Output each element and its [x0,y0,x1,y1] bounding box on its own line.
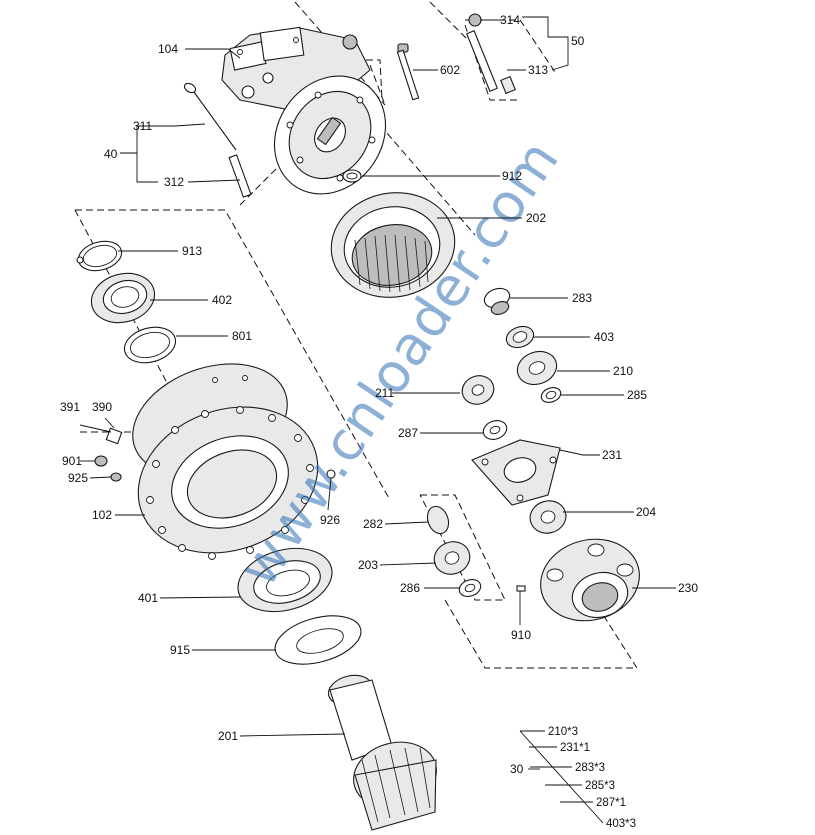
callout-50: 50 [571,34,585,48]
callout-282: 282 [363,517,383,531]
callout-801: 801 [232,329,252,343]
callout-104: 104 [158,42,178,56]
sun-gear-211 [461,375,495,405]
pin-282 [426,505,450,535]
callout-210: 210 [613,364,633,378]
planet-gear-210 [516,350,558,386]
callout-204: 204 [636,505,656,519]
needle-bearing-403 [505,325,535,349]
callout-901: 901 [62,454,82,468]
callout-910: 910 [511,628,531,642]
snap-ring-912 [342,169,362,183]
callout-925: 925 [68,471,88,485]
callout-311: 311 [133,119,152,133]
small-parts-390-391-901-925-926 [94,427,336,482]
hydraulic-motor-104 [221,26,387,195]
callout-390: 390 [92,400,112,414]
drive-shaft-201 [327,674,437,831]
callout-287: 287 [398,426,418,440]
callout-202: 202 [526,211,546,225]
kit-30-item-1: 210*3 [548,726,578,738]
washer-285 [540,387,562,403]
plug-314-bar-313 [465,13,516,95]
callout-391: 391 [60,400,80,414]
washer-286 [458,579,482,597]
callout-40: 40 [104,147,118,161]
callout-401: 401 [138,591,158,605]
callout-926: 926 [320,513,340,527]
carrier-230 [540,538,640,622]
callout-403: 403 [594,330,614,344]
callout-912: 912 [502,169,522,183]
shim-915 [274,615,362,665]
gear-204 [529,500,567,534]
dipstick-311-pipe-312 [183,82,252,198]
cover-283 [483,287,511,315]
circlip-913 [76,240,123,272]
callout-201: 201 [218,729,238,743]
callout-312: 312 [164,175,184,189]
callout-211: 211 [375,386,394,400]
leader-lines [79,16,676,824]
callout-283: 283 [572,291,592,305]
pin-910 [516,585,526,592]
seal-801 [123,326,177,364]
kit-30-item-4: 285*3 [585,780,615,792]
bolt-602 [396,43,420,101]
callout-402: 402 [212,293,232,307]
bearing-402 [90,272,156,324]
ring-gear-202 [330,192,456,298]
callout-314: 314 [500,13,520,27]
callout-230: 230 [678,581,698,595]
callout-915: 915 [170,643,190,657]
callout-30: 30 [510,762,524,776]
callout-labels: 104 314 50 313 602 311 40 312 912 202 91… [60,13,698,776]
kit-30-item-3: 283*3 [575,762,605,774]
kit-30-item-5: 287*1 [596,797,626,809]
callout-203: 203 [358,558,378,572]
callout-286: 286 [400,581,420,595]
callout-913: 913 [182,244,202,258]
callout-285: 285 [627,388,647,402]
callout-102: 102 [92,508,112,522]
kit-30-item-6: 403*3 [606,818,636,830]
callout-313: 313 [528,63,548,77]
plate-231 [471,439,561,506]
callout-231: 231 [602,448,622,462]
bearing-401 [237,547,333,613]
housing-102 [132,363,319,560]
gear-203 [433,541,471,575]
washer-287 [482,420,508,440]
kit-30-item-2: 231*1 [560,742,590,754]
callout-602: 602 [440,63,460,77]
kit-30-component-list: 210*3 231*1 283*3 285*3 287*1 403*3 [548,726,636,830]
